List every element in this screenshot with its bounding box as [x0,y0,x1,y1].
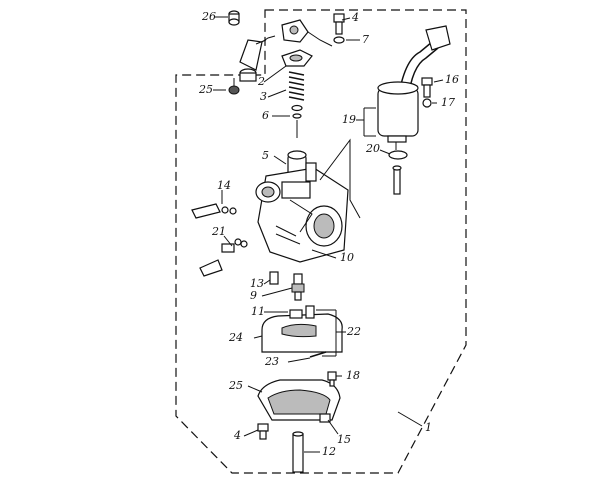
callout-7: 6 [262,109,269,122]
part-26-cap [228,10,240,26]
part-3-spring [288,71,305,101]
callout-18: 19 [342,113,356,126]
callout-16: 17 [441,96,455,109]
callout-10: 11 [251,305,265,318]
callout-5: 7 [362,33,369,46]
leader-lines [213,16,444,453]
callout-11: 12 [322,445,336,458]
callout-8: 9 [250,289,257,302]
part-25-cable-adjuster [228,35,276,95]
part-22-pin [309,351,327,358]
part-choke-plunger [392,165,402,195]
part-9-carburetor-body [255,162,349,263]
part-13-screw-set [191,203,237,219]
callout-20: 21 [212,225,226,238]
part-15-screw [421,77,433,98]
callout-2: 2 [258,75,265,88]
part-14-screw [319,413,331,423]
callout-9: 10 [340,251,354,264]
part-23-float [261,313,343,353]
part-8-jet [291,273,305,301]
part-12-jet [269,271,279,285]
assembly-boundary [175,9,467,474]
callout-22: 23 [265,355,279,368]
callout-19: 20 [366,142,380,155]
part-7-needle [291,104,303,138]
callout-14: 15 [337,433,351,446]
callout-17: 18 [346,369,360,382]
part-20-screw-set [199,238,248,277]
part-4-screw-bottom [257,423,269,440]
callout-23: 24 [229,331,243,344]
part-18-auto-choke [377,25,451,150]
callout-4-bottom: 4 [234,429,241,442]
part-11-drain-tube [292,431,304,473]
part-4-screw-top [333,13,345,35]
part-2-top-cover [281,19,333,67]
callout-12: 13 [250,277,264,290]
part-16-washer [422,98,432,108]
callout-21: 22 [347,325,361,338]
callout-13: 14 [217,179,231,192]
part-19-oring [388,150,408,160]
callout-26: 26 [202,10,216,23]
callout-25: 25 [199,83,213,96]
callout-15: 16 [445,73,459,86]
callout-3: 3 [260,90,267,103]
callout-6: 5 [262,149,269,162]
part-24-float-bowl [257,379,341,421]
callout-4-top: 4 [352,11,359,24]
part-5-washer [333,36,345,44]
callout-24: 25 [229,379,243,392]
callout-1: 1 [425,421,432,434]
part-10-needle-valve [289,305,315,319]
